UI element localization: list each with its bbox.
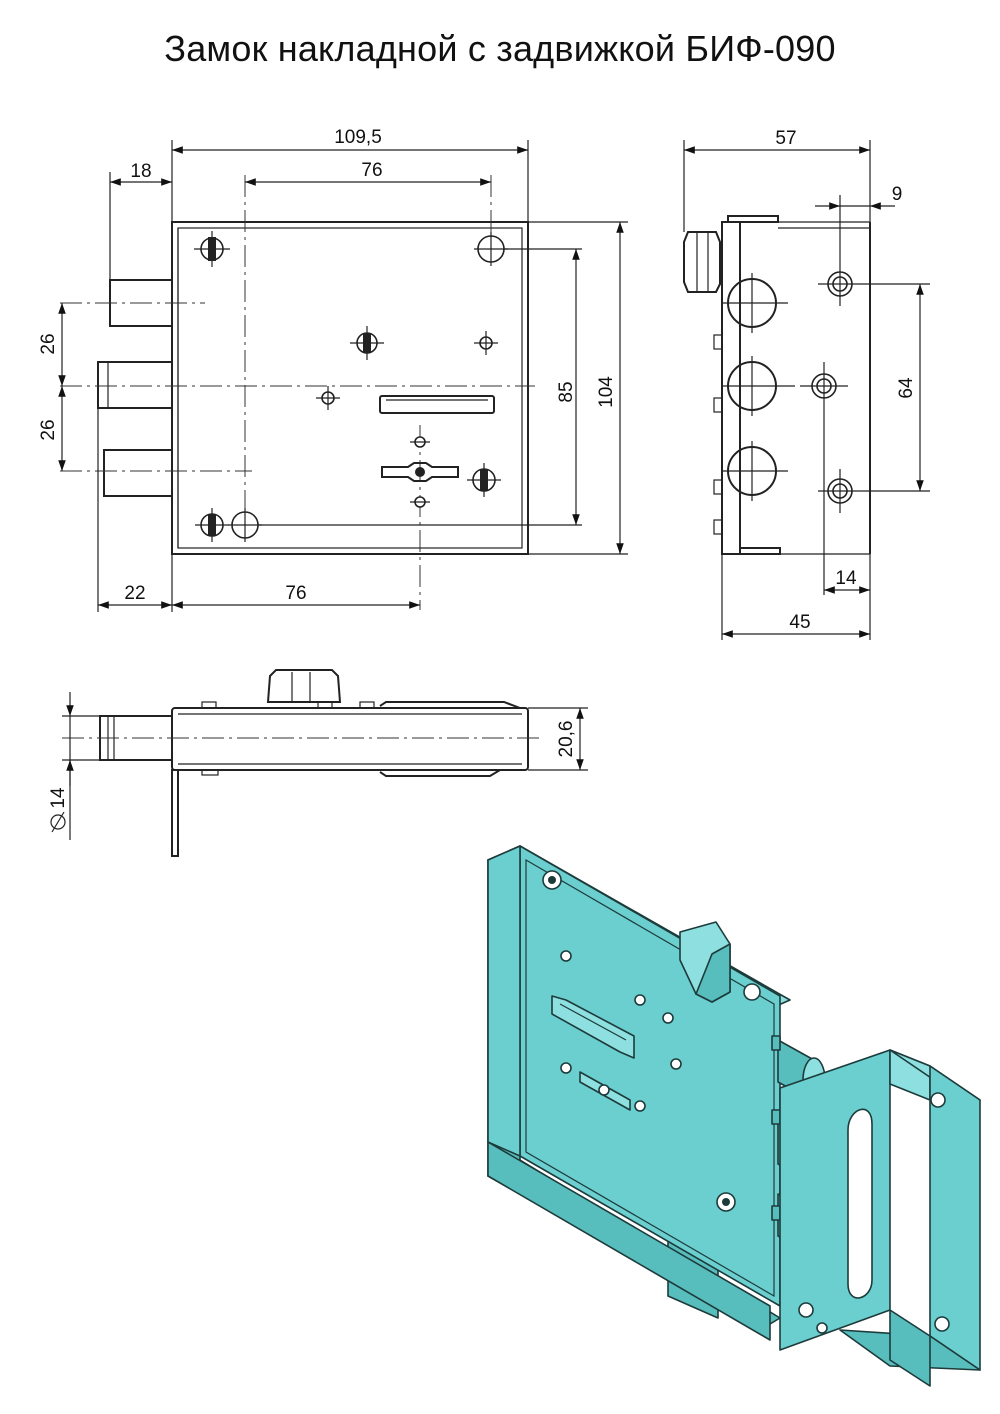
dim-front-hole-spacing-bottom: 76: [285, 583, 306, 604]
side-knob: [683, 231, 721, 293]
bottom-body: [171, 707, 529, 771]
dim-front-hole-spacing-vertical: 85: [556, 381, 577, 402]
dim-side-hole-offset: 9: [892, 184, 903, 205]
lock-body-inner-outline: [177, 227, 523, 549]
latch-slot: [379, 395, 495, 414]
bolt-middle: [97, 361, 173, 409]
iso-strike-plate: [779, 1049, 891, 1351]
lock-body-outline: [171, 221, 529, 555]
dim-bottom-body-thickness: 20,6: [556, 721, 577, 758]
bolt-lower: [103, 449, 173, 497]
bottom-knob: [266, 669, 342, 703]
dim-side-body-depth: 45: [789, 612, 810, 633]
dim-bottom-bolt-diameter: 14: [48, 787, 69, 833]
mounting-hole-top-left: [194, 231, 230, 267]
side-view: 57 9 64 14 45: [683, 128, 930, 640]
dim-bottom-bolt-diameter-value: 14: [48, 787, 69, 809]
mounting-hole-bottom: [228, 508, 262, 542]
mounting-hole-top-right: [474, 232, 508, 266]
dim-front-hole-spacing-top: 76: [361, 160, 382, 181]
keyhole: [381, 436, 459, 508]
front-view: 109,5 76 18 22 76 26 26 85 104: [38, 127, 628, 612]
page-title: Замок накладной с задвижкой БИФ-090: [164, 28, 836, 69]
small-hole-right: [474, 331, 498, 355]
isometric-view: [487, 845, 981, 1387]
side-hole-upper: [818, 262, 930, 306]
mounting-hole-bottom-left: [195, 508, 229, 542]
iso-strike-slot: [847, 1108, 873, 1299]
bottom-view: 20,6 14: [48, 669, 588, 857]
bottom-mounting-plate: [171, 769, 179, 857]
dim-front-width: 109,5: [334, 127, 382, 148]
side-bolt-lower: [722, 441, 788, 501]
dim-front-bolt-pitch-lower: 26: [38, 419, 59, 440]
dim-side-total-depth: 57: [775, 128, 796, 149]
small-hole-left: [316, 386, 340, 410]
dim-front-height: 104: [596, 376, 617, 408]
side-bolt-middle: [722, 356, 795, 416]
dim-side-hole-spacing: 64: [896, 377, 917, 399]
mounting-hole-mid-right: [467, 463, 501, 497]
side-hole-lower: [818, 469, 930, 513]
side-hole-middle: [800, 362, 848, 410]
mounting-hole-center: [350, 326, 384, 360]
side-bolt-upper: [722, 273, 788, 333]
dim-front-left-offset: 22: [124, 583, 145, 604]
dim-side-slot-offset: 14: [835, 568, 857, 589]
dim-front-bolt-pitch-upper: 26: [38, 333, 59, 354]
side-body-edge: [721, 221, 741, 555]
dim-front-bolt-projection: 18: [130, 161, 151, 182]
